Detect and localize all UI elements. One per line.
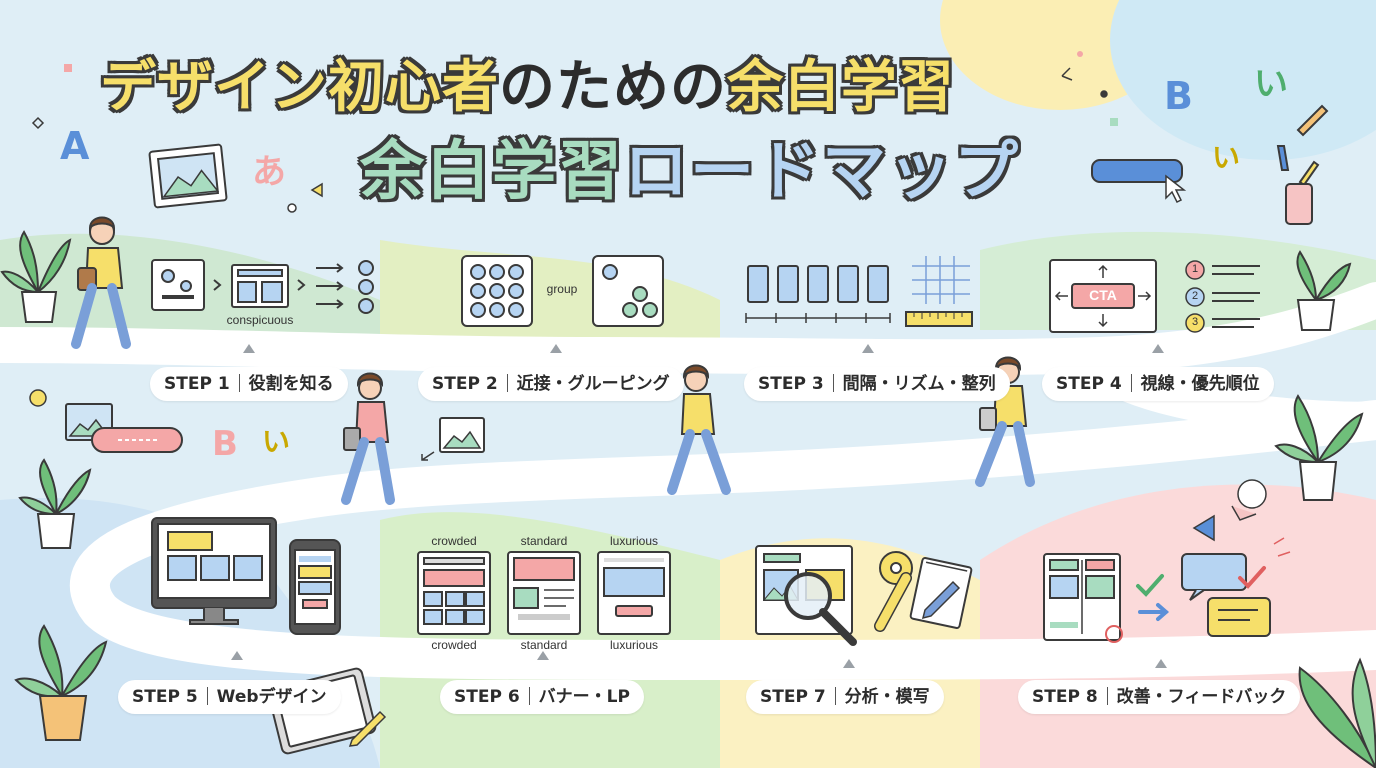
deco-letter-b-mid: B (212, 424, 238, 464)
step4-marker (1152, 344, 1164, 353)
sub-title-part-1: 余白学習 (360, 135, 624, 209)
main-title: デザイン初心者のための余白学習 (100, 50, 990, 126)
decorative-shapes (29, 51, 1291, 557)
step-1-number: STEP 1 (164, 374, 230, 394)
step6-top-caption-crowded: crowded (431, 534, 477, 548)
step3-marker (862, 344, 874, 353)
deco-letter-b-top: B (1164, 74, 1193, 118)
walker-4 (975, 356, 1035, 487)
step-8-separator (1106, 687, 1108, 705)
group-caption: group (546, 282, 578, 296)
step-4-separator (1130, 374, 1132, 392)
step-4-number: STEP 4 (1056, 374, 1122, 394)
walker-3 (667, 364, 731, 495)
plant-right-top (1296, 250, 1352, 331)
step-6-separator (528, 687, 530, 705)
step-7-separator (834, 687, 836, 705)
step-8-label[interactable]: STEP 8 改善・フィードバック (1018, 680, 1301, 714)
main-title-part-2: のための (499, 55, 727, 120)
sub-title: 余白学習ロードマップ (360, 130, 1040, 214)
step6-top-caption-standard: standard (520, 534, 568, 548)
pencil-cup (1276, 104, 1329, 225)
step8-marker (1155, 659, 1167, 668)
step1-marker (243, 344, 255, 353)
walker-1 (71, 216, 131, 349)
step-2-label[interactable]: STEP 2 近接・グルーピング (418, 367, 684, 401)
step-3-separator (832, 374, 834, 392)
step-2-number: STEP 2 (432, 374, 498, 394)
step-3-label[interactable]: STEP 3 間隔・リズム・整列 (744, 367, 1010, 401)
button-illustration (1091, 159, 1187, 204)
walker-2 (341, 372, 395, 505)
step-1-title: 役割を知る (248, 374, 334, 394)
deco-letter-a: A (60, 124, 90, 168)
list-number-1: 1 (1191, 263, 1199, 275)
step-4-title: 視線・優先順位 (1140, 374, 1260, 394)
step6-illustration (417, 551, 671, 635)
cta-caption: CTA (1089, 287, 1117, 303)
step5-marker (231, 651, 243, 660)
step2-illustration (461, 255, 664, 327)
road-lower (69, 400, 1376, 680)
step-7-title: 分析・模写 (844, 687, 930, 707)
sub-title-part-2: ロードマップ (624, 135, 1020, 209)
step5-illustration (151, 517, 341, 635)
step-3-number: STEP 3 (758, 374, 824, 394)
step-8-number: STEP 8 (1032, 687, 1098, 707)
step-2-title: 近接・グルーピング (516, 374, 670, 394)
step6-bottom-caption-standard: standard (520, 638, 568, 652)
deco-letter-a-hira: あ (252, 152, 286, 192)
deco-letter-i-top2: い (1212, 141, 1241, 174)
step6-bottom-caption-crowded: crowded (431, 638, 477, 652)
step-7-number: STEP 7 (760, 687, 826, 707)
step8-illustration (1043, 553, 1271, 643)
step7-illustration (755, 545, 973, 646)
step-2-separator (506, 374, 508, 392)
step6-bottom-caption-luxurious: luxurious (609, 638, 659, 652)
step-6-title: バナー・LP (538, 687, 630, 707)
plant-left-mid (18, 458, 92, 549)
step-5-separator (206, 687, 208, 705)
main-title-part-3: 余白学習 (727, 55, 955, 120)
step4-illustration (1049, 259, 1260, 333)
deco-letter-i-mid: い (262, 425, 291, 458)
step1-illustration (151, 259, 374, 314)
step-5-label[interactable]: STEP 5 Webデザイン (118, 680, 341, 714)
plant-right-mid (1274, 394, 1364, 501)
image-frame-mid (65, 403, 485, 461)
step-4-label[interactable]: STEP 4 視線・優先順位 (1042, 367, 1274, 401)
step6-marker (537, 651, 549, 660)
step-7-label[interactable]: STEP 7 分析・模写 (746, 680, 944, 714)
step-3-title: 間隔・リズム・整列 (842, 374, 996, 394)
step3-illustration (745, 256, 973, 327)
plant-left-bottom (14, 624, 108, 741)
road-upper (0, 282, 1376, 376)
list-number-2: 2 (1191, 290, 1199, 302)
step-1-separator (238, 374, 240, 392)
plant-right-bottom (1298, 657, 1376, 768)
image-frame-top (148, 143, 228, 209)
step-6-label[interactable]: STEP 6 バナー・LP (440, 680, 644, 714)
step2-marker (550, 344, 562, 353)
step-5-title: Webデザイン (216, 687, 327, 707)
plant-left-top (0, 230, 72, 323)
list-number-3: 3 (1191, 316, 1199, 328)
main-title-part-1: デザイン初心者 (100, 55, 499, 120)
step-8-title: 改善・フィードバック (1116, 687, 1287, 707)
step-6-number: STEP 6 (454, 687, 520, 707)
step7-marker (843, 659, 855, 668)
deco-letter-i-top1: い (1254, 64, 1288, 104)
step-1-label[interactable]: STEP 1 役割を知る (150, 367, 348, 401)
step6-top-caption-luxurious: luxurious (609, 534, 659, 548)
step-5-number: STEP 5 (132, 687, 198, 707)
conspicuous-caption: conspicuous (226, 313, 294, 327)
